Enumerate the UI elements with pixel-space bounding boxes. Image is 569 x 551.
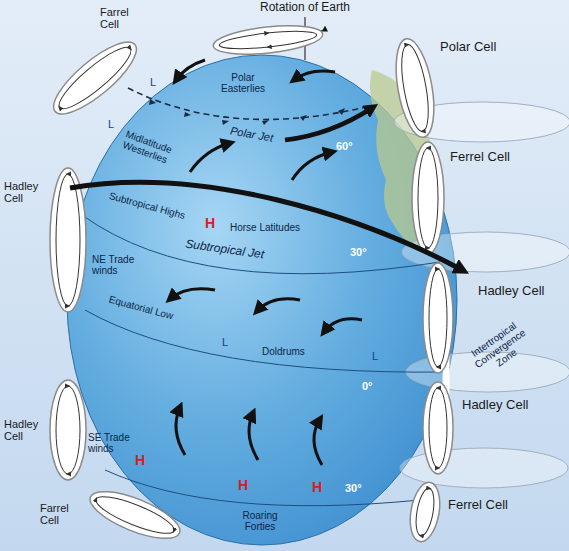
polar-cell-loop xyxy=(390,36,441,140)
ferrel-cell-loop xyxy=(44,32,146,125)
pressure-symbol: H xyxy=(205,216,215,231)
jet-label: Subtropical Jet xyxy=(184,238,264,262)
polar-jet-arrow xyxy=(285,108,372,140)
belt-label: Subtropical Highs xyxy=(108,190,187,221)
belt-label: Roaring Forties xyxy=(236,510,284,532)
pressure-symbol: H xyxy=(135,453,145,468)
cell-label: Hadley Cell xyxy=(462,398,528,412)
wind-arrows xyxy=(170,60,362,465)
cell-label: Ferrel Cell xyxy=(450,150,510,164)
wind-label: Polar Easterlies xyxy=(212,72,274,94)
latitude-label: 30° xyxy=(345,482,362,494)
cell-label: Farrel Cell xyxy=(100,6,142,30)
pressure-symbol: L xyxy=(150,76,156,88)
wind-label: Midlatitude Westerlies xyxy=(110,125,183,170)
belt-label: Equatorial Low xyxy=(108,294,175,322)
pressure-symbol: L xyxy=(222,336,228,348)
wind-label: NE Trade winds xyxy=(92,254,142,276)
latitude-line xyxy=(85,310,445,372)
latitude-label: 0° xyxy=(362,380,373,392)
latitude-label: 30° xyxy=(350,246,367,258)
hadley-cell-loop xyxy=(423,382,453,474)
title-label: Rotation of Earth xyxy=(250,1,360,14)
front-symbols xyxy=(149,99,345,125)
belt-label: Horse Latitudes xyxy=(230,222,300,233)
cell-label: Hadley Cell xyxy=(4,180,46,204)
ferrel-cell-loop xyxy=(85,482,186,548)
wind-label: SE Trade winds xyxy=(88,432,136,454)
jet-label: Polar Jet xyxy=(229,124,274,143)
cell-label: Hadley Cell xyxy=(478,284,544,298)
cell-label: Farrel Cell xyxy=(40,502,82,526)
latitude-line xyxy=(82,215,440,274)
pressure-symbol: H xyxy=(238,478,248,493)
latitude-label: 60° xyxy=(336,140,353,152)
zone-label: Intertropical Convergence Zone xyxy=(456,311,544,386)
ferrel-cell-loop xyxy=(406,480,444,544)
latitude-line xyxy=(105,470,420,506)
ferrel-cell-loop xyxy=(412,142,444,254)
cell-label: Hadley Cell xyxy=(4,418,46,442)
pressure-symbol: H xyxy=(312,480,322,495)
cell-label: Ferrel Cell xyxy=(448,498,508,512)
cell-label: Polar Cell xyxy=(440,40,496,54)
hadley-cell-loop xyxy=(50,380,86,480)
polar-cell-loop xyxy=(212,21,324,58)
pressure-symbol: L xyxy=(372,350,378,362)
hadley-cell-loop xyxy=(50,168,86,312)
pressure-symbol: L xyxy=(108,118,114,130)
hadley-cell-loop xyxy=(423,263,453,373)
belt-label: Doldrums xyxy=(262,346,305,357)
